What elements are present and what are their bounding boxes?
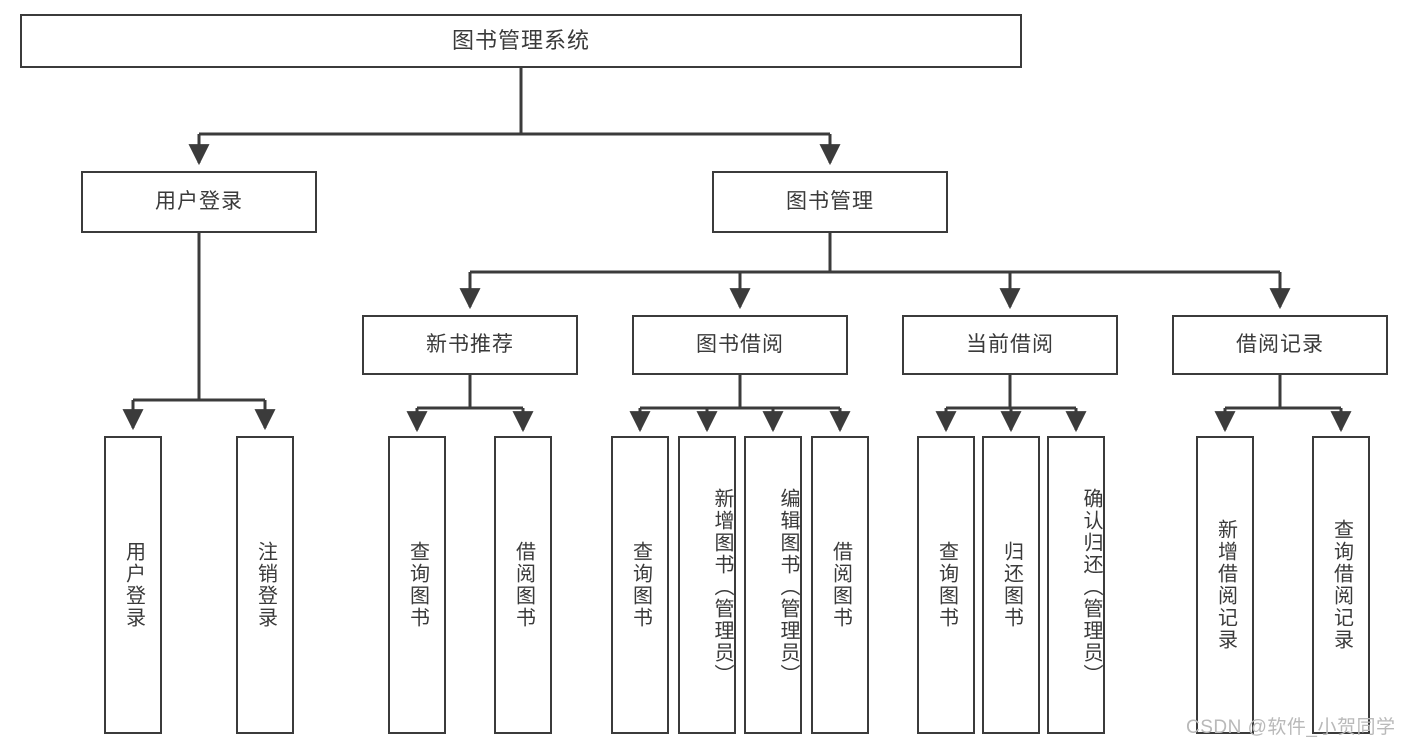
csdn-watermark: CSDN @软件_小贺同学	[1186, 717, 1396, 738]
node-label: 新书推荐	[426, 333, 514, 357]
leaf-user-login-logout[interactable]: 注销登录	[236, 436, 294, 734]
leaf-user-login-login[interactable]: 用户登录	[104, 436, 162, 734]
node-label: 借阅图书	[512, 541, 535, 629]
leaf-borrow-query-book[interactable]: 查询图书	[611, 436, 669, 734]
node-borrow-record[interactable]: 借阅记录	[1172, 315, 1388, 375]
node-current-borrow[interactable]: 当前借阅	[902, 315, 1118, 375]
leaf-borrow-edit-book-admin[interactable]: 编辑图书（管理员）	[744, 436, 802, 734]
leaf-current-confirm-return-admin[interactable]: 确认归还（管理员）	[1047, 436, 1105, 734]
node-label: 借阅记录	[1236, 333, 1324, 357]
node-label: 用户登录	[155, 190, 243, 214]
leaf-current-return-book[interactable]: 归还图书	[982, 436, 1040, 734]
node-book-borrow[interactable]: 图书借阅	[632, 315, 848, 375]
node-label: 查询借阅记录	[1330, 519, 1353, 651]
node-label: 编辑图书（管理员）	[777, 488, 799, 686]
node-label: 归还图书	[1000, 541, 1023, 629]
leaf-record-query-record[interactable]: 查询借阅记录	[1312, 436, 1370, 734]
leaf-borrow-borrow-book[interactable]: 借阅图书	[811, 436, 869, 734]
leaf-borrow-add-book-admin[interactable]: 新增图书（管理员）	[678, 436, 736, 734]
node-label: 注销登录	[254, 541, 277, 629]
node-label: 查询图书	[935, 541, 958, 629]
node-new-book-recommend[interactable]: 新书推荐	[362, 315, 578, 375]
node-user-login[interactable]: 用户登录	[81, 171, 317, 233]
node-label: 借阅图书	[829, 541, 852, 629]
node-book-management[interactable]: 图书管理	[712, 171, 948, 233]
node-label: 用户登录	[122, 541, 145, 629]
node-label: 新增图书（管理员）	[711, 488, 733, 686]
node-label: 当前借阅	[966, 333, 1054, 357]
node-label: 图书管理	[786, 190, 874, 214]
node-label: 图书管理系统	[451, 27, 590, 53]
leaf-current-query-book[interactable]: 查询图书	[917, 436, 975, 734]
node-label: 确认归还（管理员）	[1080, 488, 1102, 686]
leaf-record-add-record[interactable]: 新增借阅记录	[1196, 436, 1254, 734]
leaf-recommend-query-book[interactable]: 查询图书	[388, 436, 446, 734]
leaf-recommend-borrow-book[interactable]: 借阅图书	[494, 436, 552, 734]
node-label: 查询图书	[629, 541, 652, 629]
node-root-book-management-system[interactable]: 图书管理系统	[20, 14, 1022, 68]
node-label: 图书借阅	[696, 333, 784, 357]
node-label: 查询图书	[406, 541, 429, 629]
node-label: 新增借阅记录	[1214, 519, 1237, 651]
